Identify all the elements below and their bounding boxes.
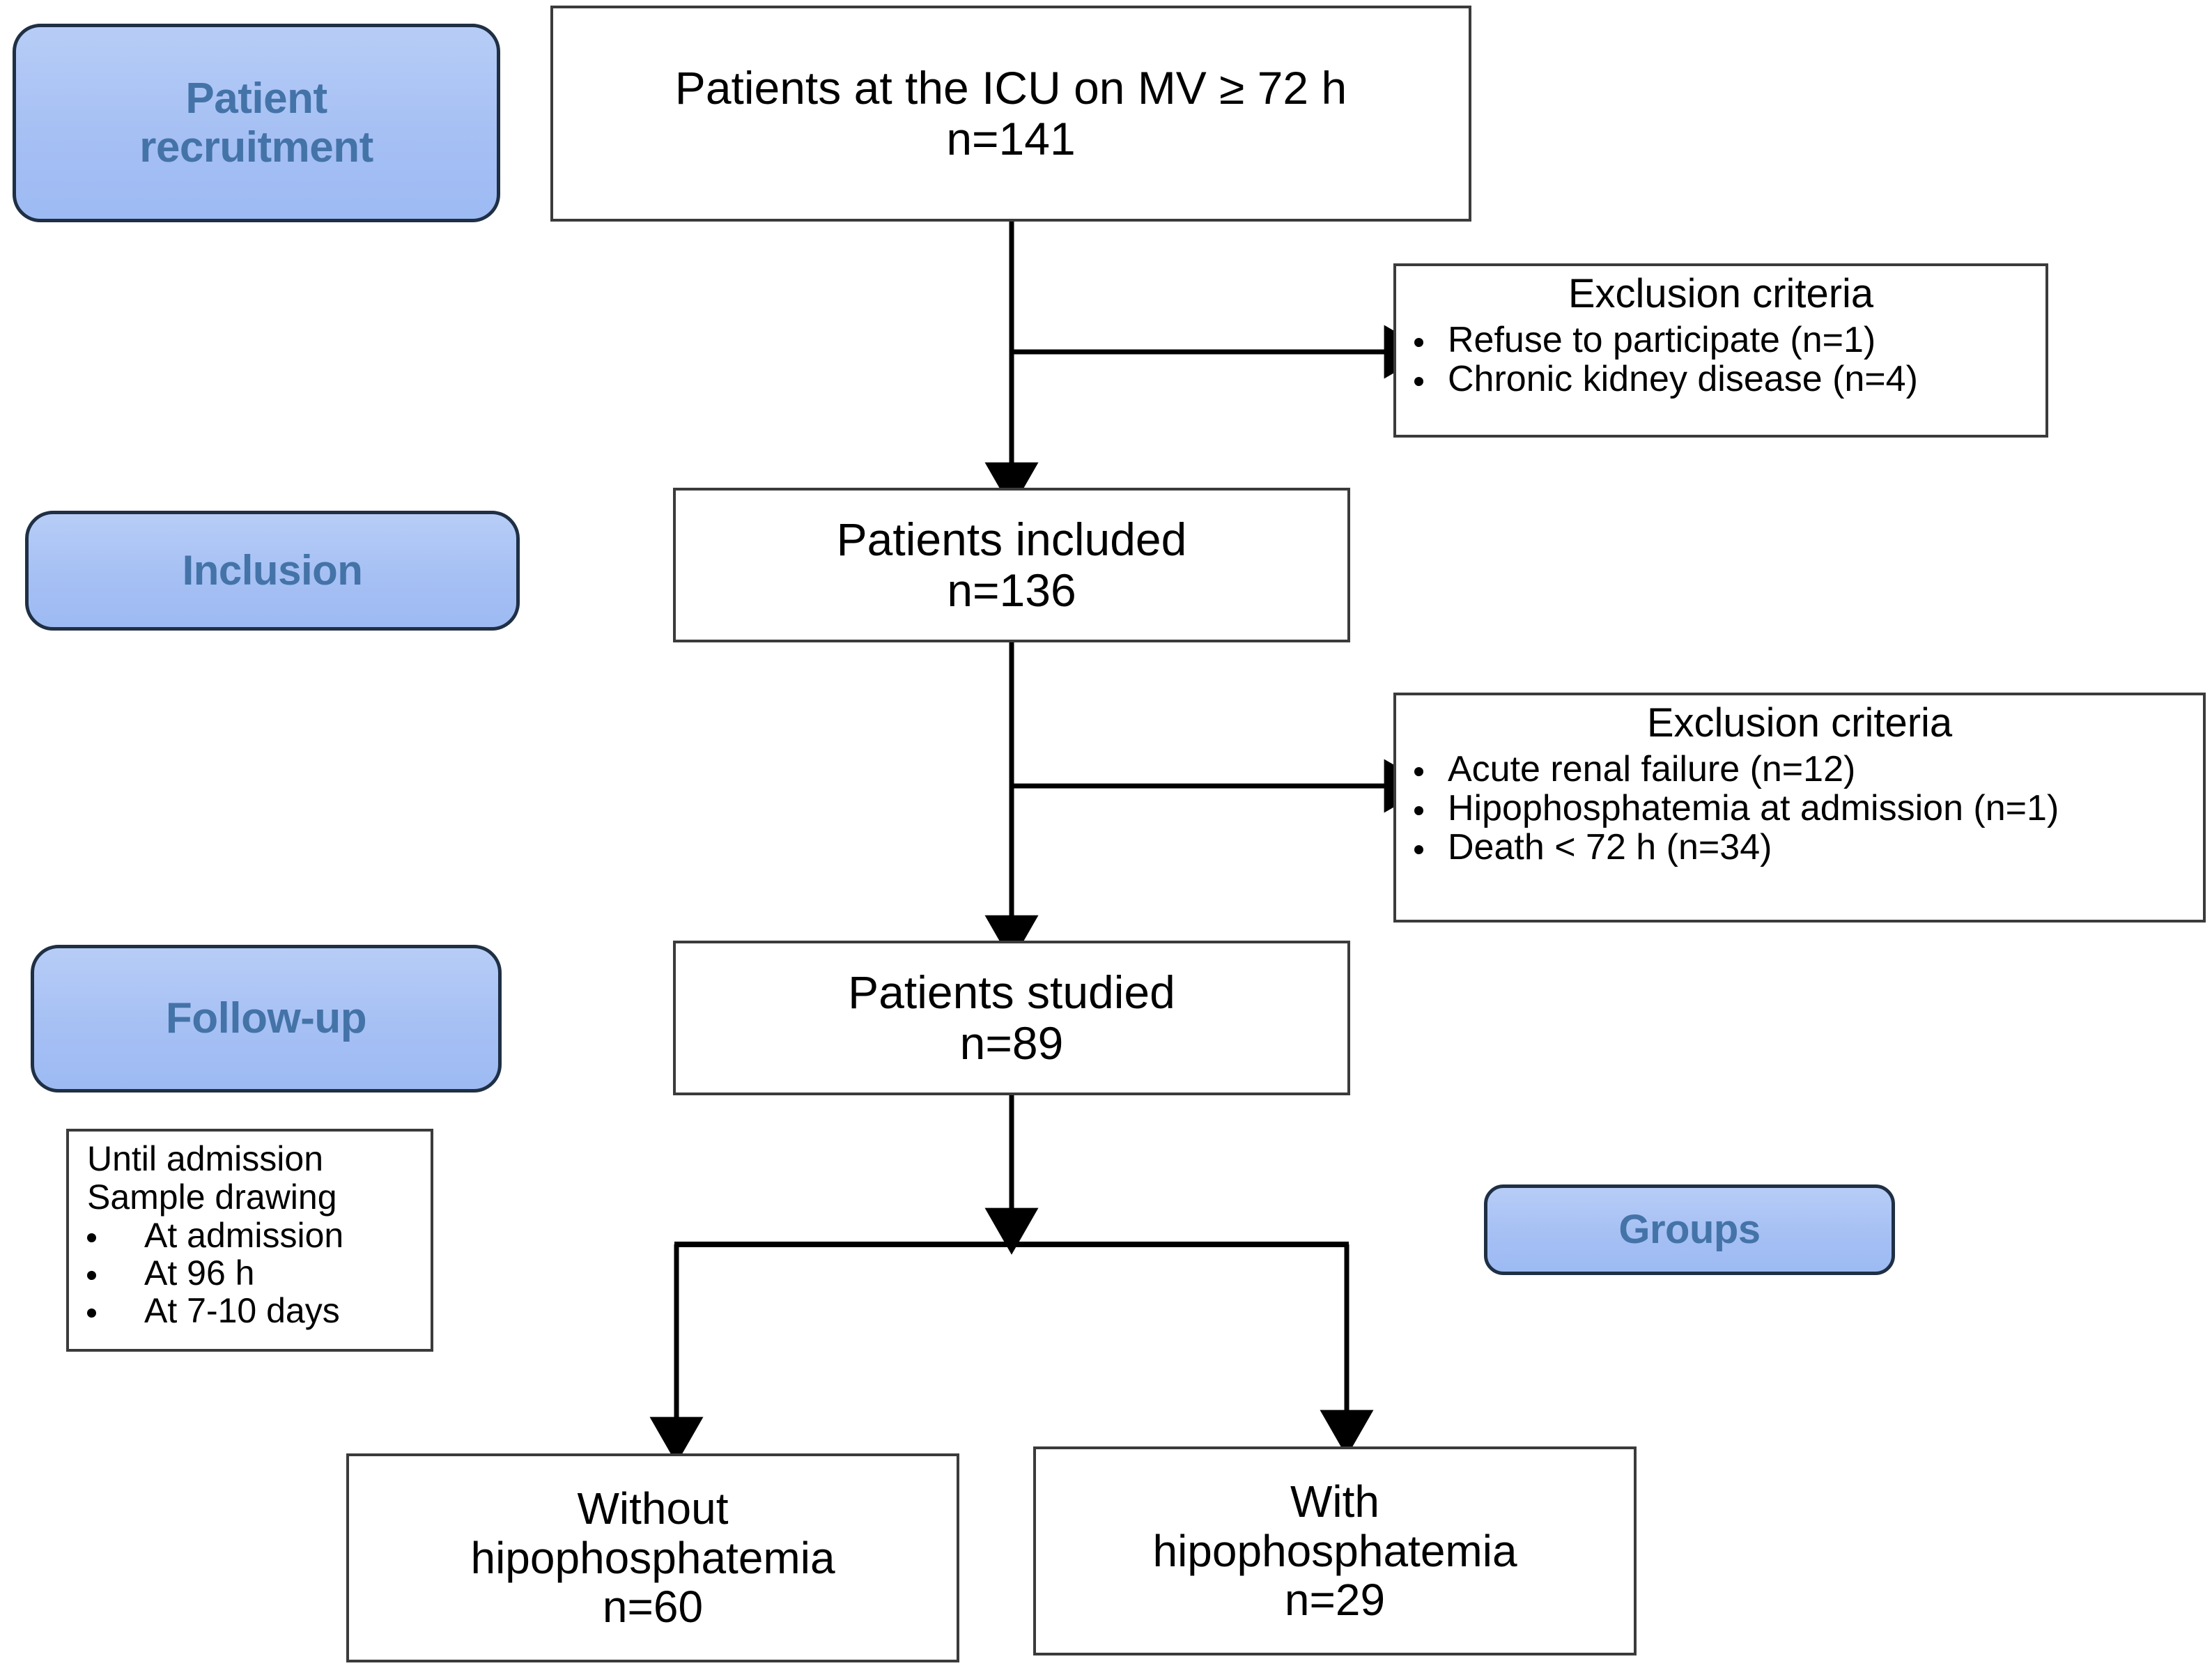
stage-label-follow-up[interactable]: Follow-up [31,945,502,1093]
node-exclusion-criteria-1[interactable]: Exclusion criteria Refuse to participate… [1393,263,2048,438]
node-patients-screened-count: n=141 [946,113,1076,164]
node-patients-studied-count: n=89 [959,1017,1064,1069]
node-exclusion-criteria-1-title: Exclusion criteria [1568,271,1874,316]
node-patients-studied-label: Patients studied [848,966,1175,1019]
stage-label-patient-recruitment-text: Patient recruitment [139,75,373,171]
node-sampling-schedule-list: At admission At 96 h At 7-10 days [69,1217,431,1329]
exclusion-item: Death < 72 h (n=34) [1396,828,2203,867]
node-with-hipophosphatemia-label-1: With [1290,1476,1379,1527]
node-patients-included-label: Patients included [836,514,1187,566]
sampling-item: At 7-10 days [69,1292,431,1329]
stage-label-line-1: Patient [185,75,327,123]
node-with-hipophosphatemia-label-2: hipophosphatemia [1152,1525,1517,1576]
node-exclusion-criteria-2-list: Acute renal failure (n=12) Hipophosphate… [1396,750,2203,867]
node-exclusion-criteria-1-list: Refuse to participate (n=1) Chronic kidn… [1396,321,2045,399]
node-patients-screened[interactable]: Patients at the ICU on MV ≥ 72 h n=141 [550,6,1471,222]
sampling-item: At admission [69,1217,431,1254]
node-without-hipophosphatemia-label-2: hipophosphatemia [470,1532,835,1583]
node-patients-included-count: n=136 [947,564,1076,616]
stage-label-patient-recruitment[interactable]: Patient recruitment [13,24,500,222]
stage-label-groups-text: Groups [1618,1206,1761,1252]
exclusion-item: Refuse to participate (n=1) [1396,321,2045,360]
node-exclusion-criteria-2[interactable]: Exclusion criteria Acute renal failure (… [1393,693,2206,923]
stage-label-inclusion-text: Inclusion [182,547,363,594]
stage-label-line-2: recruitment [139,123,373,171]
stage-label-follow-up-text: Follow-up [165,994,367,1043]
node-sampling-schedule-line-2: Sample drawing [87,1178,337,1217]
node-without-hipophosphatemia-label-1: Without [577,1483,729,1534]
node-patients-studied[interactable]: Patients studied n=89 [673,941,1350,1095]
node-with-hipophosphatemia-count: n=29 [1284,1575,1386,1626]
node-exclusion-criteria-2-title: Exclusion criteria [1646,700,1953,746]
node-sampling-schedule[interactable]: Until admission Sample drawing At admiss… [66,1129,433,1352]
stage-label-inclusion[interactable]: Inclusion [25,511,520,631]
exclusion-item: Chronic kidney disease (n=4) [1396,360,2045,399]
node-with-hipophosphatemia[interactable]: With hipophosphatemia n=29 [1033,1446,1637,1655]
node-patients-included[interactable]: Patients included n=136 [673,488,1350,642]
node-patients-screened-label: Patients at the ICU on MV ≥ 72 h [674,62,1347,114]
exclusion-item: Acute renal failure (n=12) [1396,750,2203,789]
exclusion-item: Hipophosphatemia at admission (n=1) [1396,789,2203,828]
stage-label-groups[interactable]: Groups [1484,1184,1895,1275]
node-without-hipophosphatemia[interactable]: Without hipophosphatemia n=60 [346,1453,959,1662]
node-sampling-schedule-line-1: Until admission [87,1139,324,1178]
node-without-hipophosphatemia-count: n=60 [602,1582,704,1632]
sampling-item: At 96 h [69,1254,431,1292]
